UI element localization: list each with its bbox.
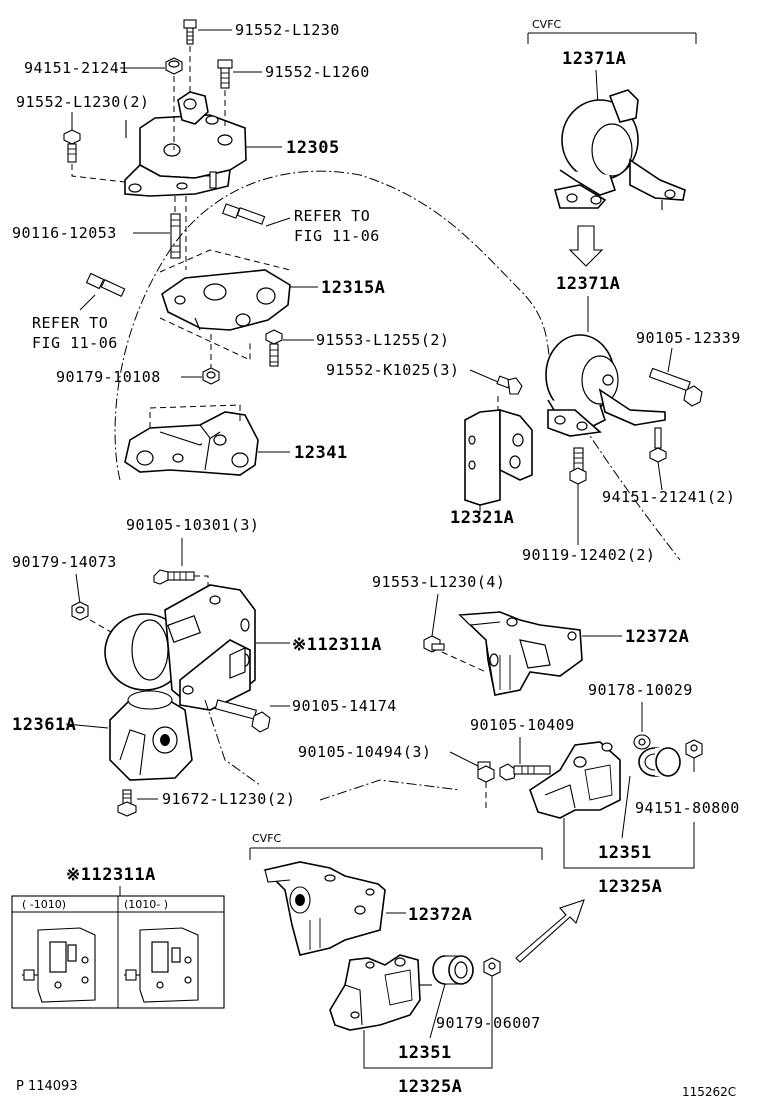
label-90105-10409: 90105-10409: [470, 716, 575, 734]
label-90178-10029: 90178-10029: [588, 681, 693, 699]
label-12305: 12305: [286, 138, 340, 158]
label-91552-K1025: 91552-K1025(3): [326, 361, 459, 379]
label-90116-12053: 90116-12053: [12, 224, 117, 242]
bolt-90105-10494: [477, 761, 495, 783]
bolt-91552-L1230-left: [63, 129, 81, 163]
inset-col1-header: ( -1010): [22, 898, 66, 911]
inset-bracket-late: [124, 927, 199, 1003]
bolt-91553-L1255: [265, 329, 283, 367]
bracket-12351-bottom: [329, 954, 421, 1031]
nut-90179-14073: [71, 601, 89, 621]
label-12351-bottom: 12351: [398, 1043, 452, 1063]
arrow-down: [568, 225, 604, 267]
label-91552-L1260: 91552-L1260: [265, 63, 370, 81]
bolt-refer-left: [85, 272, 126, 298]
label-12311A: ※112311A: [292, 635, 382, 655]
mount-12371A-mid: [545, 334, 666, 437]
label-94151-80800: 94151-80800: [635, 799, 740, 817]
cvfc-bracket-top: [527, 32, 697, 44]
bolt-91552-K1025: [496, 375, 523, 395]
washer-90178-10029: [633, 734, 651, 750]
label-12321A: 12321A: [450, 508, 514, 528]
label-90179-14073: 90179-14073: [12, 553, 117, 571]
label-90105-14174: 90105-14174: [292, 697, 397, 715]
label-91552-L1230-2: 91552-L1230(2): [16, 93, 149, 111]
bushing-bottom: [432, 955, 474, 985]
label-12325A-bottom: 12325A: [398, 1077, 462, 1097]
arrow-diagonal: [515, 899, 585, 963]
label-12371A-top: 12371A: [562, 49, 626, 69]
mount-12372A-mid: [458, 611, 583, 696]
bracket-12341: [124, 411, 259, 476]
label-12315A: 12315A: [321, 278, 385, 298]
label-90105-10301: 90105-10301(3): [126, 516, 259, 534]
refer-to-1b: FIG 11-06: [294, 227, 380, 245]
cvfc-bracket-bottom: [249, 847, 543, 860]
bracket-12321A: [464, 408, 533, 506]
bracket-12315A: [161, 269, 291, 331]
label-12372A-mid: 12372A: [625, 627, 689, 647]
page-reference: P 114093: [16, 1079, 78, 1094]
nut-90179-10108: [202, 367, 220, 385]
label-12361A: 12361A: [12, 715, 76, 735]
nut-94151-80800: [685, 739, 703, 759]
label-90105-12339: 90105-12339: [636, 329, 741, 347]
label-94151-21241: 94151-21241: [24, 59, 129, 77]
mount-12361A: [109, 690, 193, 781]
bolt-91672-L1230: [117, 789, 137, 817]
figure-id: 115262C: [682, 1085, 736, 1099]
label-cvfc-bottom: CVFC: [252, 832, 282, 845]
label-91672-L1230: 91672-L1230(2): [162, 790, 295, 808]
label-inset-title: ※112311A: [66, 865, 156, 885]
label-91553-L1255: 91553-L1255(2): [316, 331, 449, 349]
refer-to-2a: REFER TO: [32, 314, 108, 332]
label-90179-10108: 90179-10108: [56, 368, 161, 386]
bracket-12351-mid: [529, 741, 621, 819]
bracket-12305: [124, 91, 247, 197]
bolt-90105-10301: [153, 569, 195, 585]
inset-bracket-early: [22, 927, 96, 1003]
nut-94151-21241: [165, 57, 183, 75]
bolt-91553-L1230: [423, 635, 445, 653]
bracket-12311A: [104, 584, 256, 711]
label-cvfc-top: CVFC: [532, 18, 562, 31]
stud-90116-12053: [170, 213, 181, 259]
mount-12372A-bottom: [263, 861, 386, 956]
label-12325A-mid: 12325A: [598, 877, 662, 897]
label-12372A-bottom: 12372A: [408, 905, 472, 925]
label-94151-21241-2: 94151-21241(2): [602, 488, 735, 506]
refer-to-2b: FIG 11-06: [32, 334, 118, 352]
stud-94151-21241-2: [649, 427, 667, 463]
mount-12371A-top: [553, 89, 686, 210]
refer-to-1a: REFER TO: [294, 207, 370, 225]
bushing-mid: [638, 747, 681, 777]
bolt-91552-L1260: [217, 59, 233, 89]
label-90105-10494: 90105-10494(3): [298, 743, 431, 761]
label-12351-mid: 12351: [598, 843, 652, 863]
label-91552-L1230-top: 91552-L1230: [235, 21, 340, 39]
nut-90179-06007: [483, 957, 501, 977]
label-12341: 12341: [294, 443, 348, 463]
bolt-refer-top: [222, 203, 266, 225]
bolt-90119-12402: [569, 447, 587, 485]
bolt-90105-12339: [648, 367, 703, 407]
label-91553-L1230-4: 91553-L1230(4): [372, 573, 505, 591]
bolt-90105-14174: [214, 699, 271, 733]
inset-col2-header: (1010- ): [124, 898, 168, 911]
bolt-91552-L1230-top: [183, 19, 197, 45]
bolt-90105-10409: [499, 763, 551, 781]
label-90179-06007: 90179-06007: [436, 1014, 541, 1032]
label-12371A-mid: 12371A: [556, 274, 620, 294]
label-90119-12402: 90119-12402(2): [522, 546, 655, 564]
